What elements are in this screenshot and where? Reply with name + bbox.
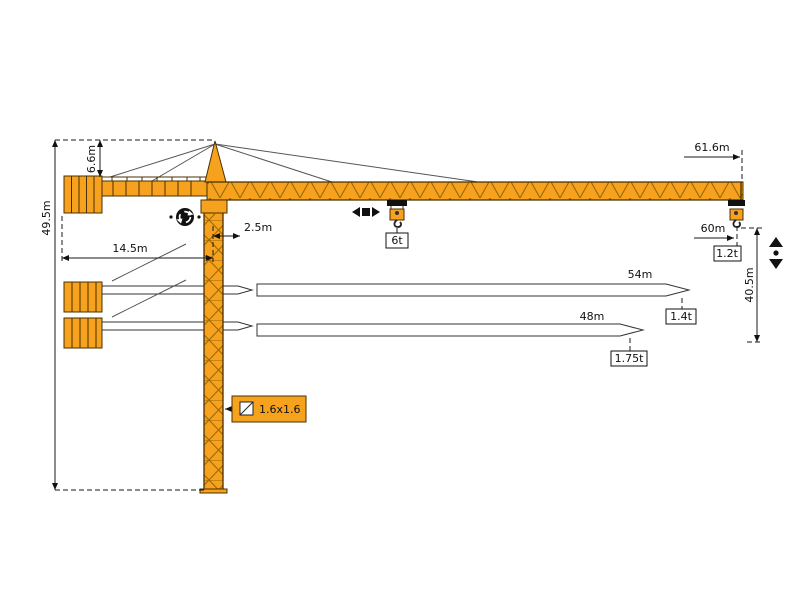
dim-jib-54-label: 54m — [628, 268, 653, 281]
tip-load-54-label: 1.4t — [670, 310, 692, 323]
tip-load-48-label: 1.75t — [615, 352, 644, 365]
extension-lines — [55, 139, 763, 491]
mast-section-icon — [239, 401, 254, 416]
tip-load-54-badge: 1.4t — [665, 308, 697, 325]
tip-load-48-badge: 1.75t — [610, 350, 648, 367]
counterweight-stack-alt-2 — [63, 317, 103, 349]
dim-hook-height-label: 40.5m — [743, 267, 756, 302]
trolley-travel-icon — [352, 207, 380, 217]
tip-load-616-label: 1.2t — [716, 247, 738, 260]
slewing-icon — [169, 208, 201, 226]
dim-counter-jib-label: 14.5m — [112, 242, 147, 255]
hook-travel-icon — [769, 237, 783, 269]
counter-jib-bar-alt-1 — [101, 285, 254, 295]
dim-rear-offset: 2.5m — [213, 221, 272, 239]
dim-jib-48-label: 48m — [580, 310, 605, 323]
tip-load-616-badge: 1.2t — [713, 245, 742, 262]
tie-line-alt-2 — [111, 279, 187, 318]
tie-line-alt-1 — [111, 243, 187, 282]
load-max-label: 6t — [391, 234, 403, 247]
dim-total-height-label: 49.5m — [40, 200, 53, 235]
dim-jib-60: 60m — [694, 222, 734, 241]
dim-total-height: 49.5m — [40, 140, 58, 490]
jib-option-54m — [256, 283, 691, 297]
dim-rear-offset-label: 2.5m — [244, 221, 272, 234]
jib-option-48m — [256, 323, 645, 337]
counterweight-stack-alt-1 — [63, 281, 103, 313]
pendant-lines — [109, 143, 486, 184]
tower-mast — [199, 212, 228, 494]
dim-jib-616-label: 61.6m — [694, 141, 729, 154]
dim-jib-60-label: 60m — [701, 222, 726, 235]
counter-jib-bar-alt-2 — [101, 321, 254, 331]
dim-head-height-label: 6.6m — [85, 145, 98, 173]
dim-jib-616: 61.6m — [684, 141, 740, 160]
load-max-badge: 6t — [385, 232, 409, 249]
dim-counter-jib: 14.5m — [62, 242, 213, 261]
mast-section-callout: 1.6x1.6 — [225, 395, 307, 423]
trolley-hook — [387, 200, 407, 228]
slewing-unit — [200, 199, 228, 214]
counterweight-stack — [63, 175, 103, 214]
tower-head — [204, 140, 227, 183]
main-jib — [206, 181, 744, 201]
dim-hook-height: 40.5m — [743, 228, 760, 342]
mast-section-label: 1.6x1.6 — [259, 403, 301, 416]
dim-head-height: 6.6m — [85, 140, 103, 177]
tip-hook — [728, 200, 745, 228]
